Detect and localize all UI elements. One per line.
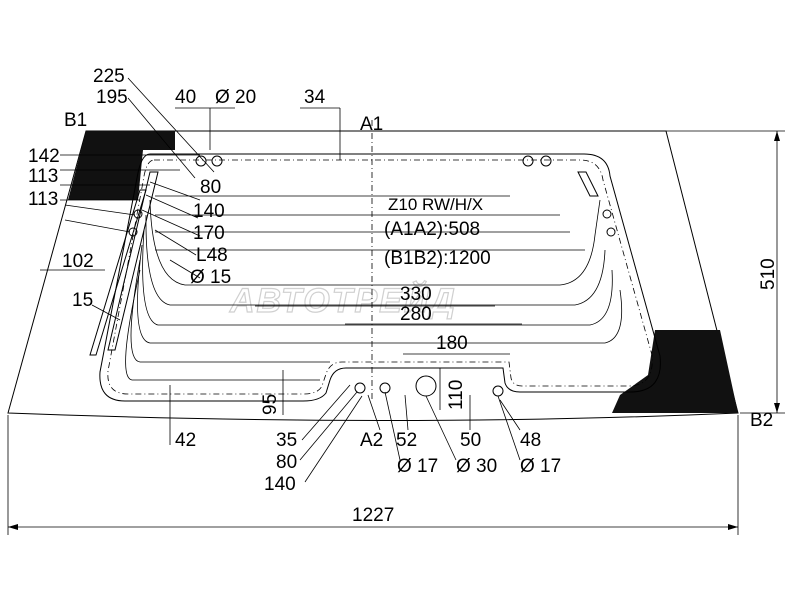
dim-35: 35 bbox=[276, 430, 297, 451]
busbar-right bbox=[577, 171, 599, 197]
dim-195: 195 bbox=[96, 87, 128, 108]
heated-area-dash bbox=[107, 159, 653, 395]
dim-l48: L48 bbox=[196, 245, 228, 266]
hole-bottom-small bbox=[379, 382, 391, 394]
hole-top-left-2 bbox=[211, 155, 223, 167]
dim-80: 80 bbox=[200, 177, 221, 198]
model-code: Z10 RW/H/X bbox=[388, 195, 483, 214]
dimension-lines bbox=[7, 77, 785, 535]
black-band-left bbox=[68, 131, 175, 200]
dim-34: 34 bbox=[304, 87, 326, 108]
hole-top-left-1 bbox=[195, 155, 207, 167]
dim-95: 95 bbox=[260, 394, 281, 415]
dim-330: 330 bbox=[400, 284, 432, 305]
dim-102: 102 bbox=[62, 251, 94, 272]
point-a1: A1 bbox=[360, 114, 383, 135]
busbar-left bbox=[107, 171, 159, 351]
hole-bottom-17b bbox=[492, 385, 504, 397]
dim-dia30: Ø 30 bbox=[456, 456, 497, 477]
black-band-right bbox=[612, 330, 738, 413]
dim-110: 110 bbox=[446, 380, 467, 410]
dim-170: 170 bbox=[193, 223, 225, 244]
dim-48: 48 bbox=[520, 430, 541, 451]
dim-140: 140 bbox=[193, 201, 225, 222]
dim-dia17a: Ø 17 bbox=[397, 456, 438, 477]
a1a2-distance: (A1A2):508 bbox=[384, 219, 480, 240]
hole-bottom-30 bbox=[415, 375, 437, 397]
point-a2: A2 bbox=[360, 430, 383, 451]
heated-area-outline bbox=[99, 153, 661, 402]
heater-lines bbox=[125, 195, 623, 381]
dim-40: 40 bbox=[175, 87, 196, 108]
dim-dia20: Ø 20 bbox=[215, 87, 256, 108]
point-b2: B2 bbox=[750, 410, 773, 431]
dim-80b: 80 bbox=[276, 452, 297, 473]
hole-top-right-1 bbox=[522, 155, 534, 167]
dim-510: 510 bbox=[758, 258, 779, 290]
dim-142: 142 bbox=[28, 146, 60, 167]
hole-right-1 bbox=[602, 209, 612, 219]
dim-dia17b: Ø 17 bbox=[520, 456, 561, 477]
dim-42: 42 bbox=[175, 430, 196, 451]
labels: 225 195 40 Ø 20 34 A1 B1 142 113 113 102… bbox=[28, 66, 779, 526]
hole-bottom-17a bbox=[354, 382, 366, 394]
dim-225: 225 bbox=[93, 66, 125, 87]
holes bbox=[128, 155, 616, 397]
watermark: АВТОТРЕЙД bbox=[229, 281, 457, 320]
hole-top-right-2 bbox=[540, 155, 552, 167]
point-b1: B1 bbox=[64, 110, 87, 131]
busbar-left-strip bbox=[89, 189, 147, 356]
dim-52: 52 bbox=[396, 430, 417, 451]
hole-left-1 bbox=[133, 209, 143, 219]
dim-15: 15 bbox=[72, 290, 93, 311]
dim-113a: 113 bbox=[28, 166, 58, 187]
dim-dia15: Ø 15 bbox=[190, 267, 231, 288]
glass-outline bbox=[7, 130, 739, 421]
hole-right-2 bbox=[606, 227, 616, 237]
dim-180: 180 bbox=[436, 333, 468, 354]
dim-280: 280 bbox=[400, 304, 432, 325]
dim-140b: 140 bbox=[264, 474, 296, 495]
dim-50: 50 bbox=[460, 430, 481, 451]
dim-1227: 1227 bbox=[352, 505, 394, 526]
b1b2-distance: (B1B2):1200 bbox=[384, 248, 491, 269]
dim-113b: 113 bbox=[28, 189, 58, 210]
